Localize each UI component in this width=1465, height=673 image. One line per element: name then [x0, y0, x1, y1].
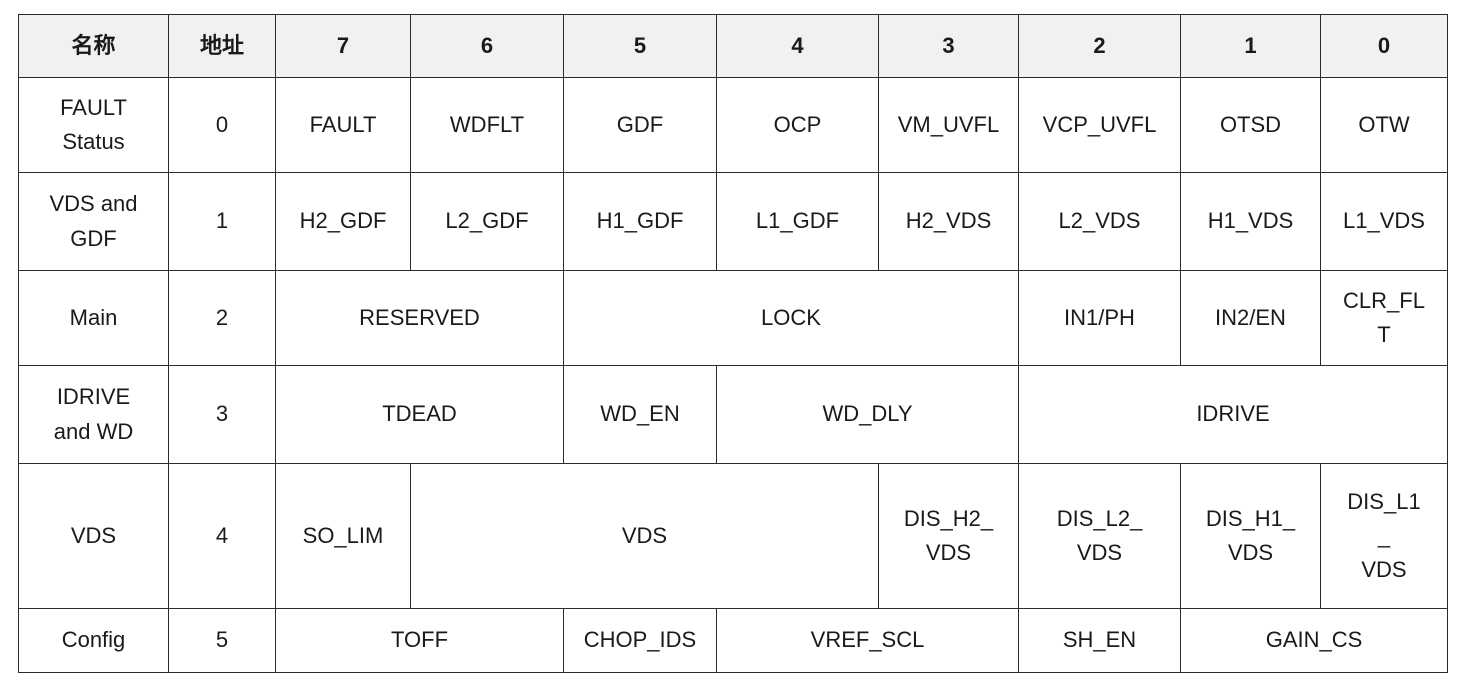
column-header-bit-5: 5: [563, 14, 717, 78]
column-header-bit-6: 6: [410, 14, 564, 78]
register-name-cell: Config: [18, 608, 169, 673]
bit-field-cell: CLR_FL T: [1320, 270, 1448, 366]
register-address-cell: 4: [168, 463, 276, 609]
register-name-cell: VDS: [18, 463, 169, 609]
bit-field-cell: VDS: [410, 463, 879, 609]
bit-field-cell: OTW: [1320, 77, 1448, 173]
column-header-address: 地址: [168, 14, 276, 78]
bit-field-cell: L2_VDS: [1018, 172, 1181, 271]
register-address-cell: 3: [168, 365, 276, 464]
register-address-cell: 1: [168, 172, 276, 271]
header-row: 名称 地址 7 6 5 4 3 2 1 0: [18, 14, 1448, 78]
bit-field-cell: RESERVED: [275, 270, 564, 366]
register-name-cell: FAULT Status: [18, 77, 169, 173]
bit-field-cell: WDFLT: [410, 77, 564, 173]
bit-field-cell: IDRIVE: [1018, 365, 1448, 464]
table-header: 名称 地址 7 6 5 4 3 2 1 0: [18, 14, 1448, 78]
bit-field-cell: FAULT: [275, 77, 411, 173]
bit-field-cell: H1_VDS: [1180, 172, 1321, 271]
register-name-cell: VDS and GDF: [18, 172, 169, 271]
bit-field-cell: OTSD: [1180, 77, 1321, 173]
bit-field-cell: H2_VDS: [878, 172, 1019, 271]
bit-field-cell: VCP_UVFL: [1018, 77, 1181, 173]
register-address-cell: 2: [168, 270, 276, 366]
bit-field-cell: TDEAD: [275, 365, 564, 464]
bit-field-cell: WD_EN: [563, 365, 717, 464]
bit-field-cell: DIS_H2_ VDS: [878, 463, 1019, 609]
register-name-cell: Main: [18, 270, 169, 366]
bit-field-cell: IN2/EN: [1180, 270, 1321, 366]
bit-field-cell: L1_VDS: [1320, 172, 1448, 271]
bit-field-cell: SH_EN: [1018, 608, 1181, 673]
column-header-bit-0: 0: [1320, 14, 1448, 78]
column-header-bit-3: 3: [878, 14, 1019, 78]
bit-field-cell: VM_UVFL: [878, 77, 1019, 173]
bit-field-cell: VREF_SCL: [716, 608, 1019, 673]
column-header-bit-4: 4: [716, 14, 879, 78]
column-header-name: 名称: [18, 14, 169, 78]
bit-field-cell: DIS_H1_ VDS: [1180, 463, 1321, 609]
bit-field-cell: LOCK: [563, 270, 1019, 366]
bit-field-cell: L2_GDF: [410, 172, 564, 271]
register-address-cell: 0: [168, 77, 276, 173]
register-address-cell: 5: [168, 608, 276, 673]
bit-field-cell: GAIN_CS: [1180, 608, 1448, 673]
bit-field-cell: OCP: [716, 77, 879, 173]
bit-field-cell: WD_DLY: [716, 365, 1019, 464]
bit-field-cell: SO_LIM: [275, 463, 411, 609]
bit-field-cell: DIS_L2_ VDS: [1018, 463, 1181, 609]
bit-field-cell: TOFF: [275, 608, 564, 673]
column-header-bit-7: 7: [275, 14, 411, 78]
bit-field-cell: IN1/PH: [1018, 270, 1181, 366]
bit-field-cell: GDF: [563, 77, 717, 173]
bit-field-cell: L1_GDF: [716, 172, 879, 271]
bit-field-cell: CHOP_IDS: [563, 608, 717, 673]
bit-field-cell: H2_GDF: [275, 172, 411, 271]
register-name-cell: IDRIVE and WD: [18, 365, 169, 464]
bit-field-cell: DIS_L1 _ VDS: [1320, 463, 1448, 609]
column-header-bit-1: 1: [1180, 14, 1321, 78]
bit-field-cell: H1_GDF: [563, 172, 717, 271]
column-header-bit-2: 2: [1018, 14, 1181, 78]
